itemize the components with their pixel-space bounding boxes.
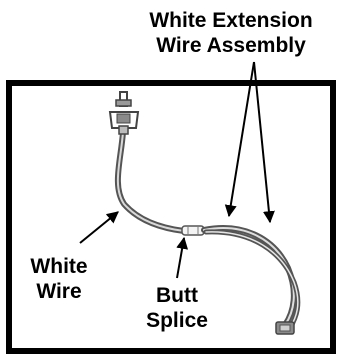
extension-wire-label-line1: White Extension bbox=[149, 9, 313, 32]
butt-splice-label: Butt Splice bbox=[132, 283, 222, 333]
white-wire-label: White Wire bbox=[14, 254, 104, 304]
white-wire-label-line1: White bbox=[30, 255, 88, 278]
photo-frame bbox=[6, 80, 336, 354]
white-wire bbox=[114, 129, 187, 234]
extension-wire-assembly bbox=[201, 225, 301, 331]
extension-wire-label: White Extension Wire Assembly bbox=[120, 8, 342, 58]
butt-splice-label-line1: Butt bbox=[156, 284, 198, 307]
extension-arrow-left bbox=[224, 61, 255, 218]
wire-terminal bbox=[108, 91, 140, 135]
butt-splice-label-line2: Splice bbox=[146, 309, 208, 332]
white-wire-label-line2: Wire bbox=[36, 280, 82, 303]
butt-splice-arrow bbox=[176, 236, 189, 279]
extension-arrow-right bbox=[253, 61, 275, 224]
butt-splice bbox=[181, 225, 205, 236]
white-wire-arrow bbox=[79, 211, 119, 244]
extension-wire-label-line2: Wire Assembly bbox=[156, 34, 306, 57]
extension-terminal bbox=[275, 321, 295, 335]
